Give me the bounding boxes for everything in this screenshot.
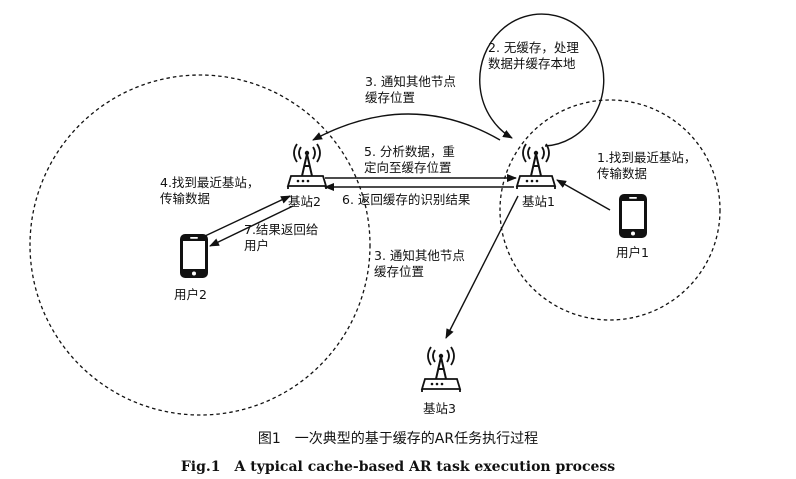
- step4-line1: 4.找到最近基站，: [160, 175, 260, 190]
- figure-caption-en: Fig.1 A typical cache-based AR task exec…: [180, 459, 616, 475]
- step2-label: 2. 无缓存，处理 数据并缓存本地: [488, 40, 579, 72]
- step4-line2: 传输数据: [160, 191, 211, 206]
- user1-label: 用户1: [616, 245, 649, 260]
- bs3-label: 基站3: [423, 401, 456, 416]
- step2-line2: 数据并缓存本地: [488, 56, 576, 71]
- base-station-icon-3: [421, 346, 461, 393]
- arrow-step3-to-bs2: [312, 113, 501, 141]
- arrow-step4: [204, 195, 291, 237]
- step1-line2: 传输数据: [597, 166, 648, 181]
- step4-label: 4.找到最近基站， 传输数据: [160, 175, 259, 207]
- arrow-step3-to-bs3: [445, 195, 519, 339]
- user2-label: 用户2: [174, 287, 207, 302]
- phone-icon-user1: [619, 194, 647, 238]
- step2-line1: 2. 无缓存，处理: [488, 40, 579, 55]
- step3-bottom-line2: 缓存位置: [374, 264, 425, 279]
- step7-line2: 用户: [244, 238, 270, 253]
- step6-label: 6. 返回缓存的识别结果: [342, 192, 471, 207]
- step1-line1: 1.找到最近基站，: [597, 150, 697, 165]
- phone-icon-user2: [180, 234, 208, 278]
- base-station-icon-2: [287, 143, 327, 190]
- arrow-step2-loop: [479, 13, 605, 147]
- base-station-icon-1: [516, 143, 556, 190]
- arrow-step7: [209, 205, 294, 247]
- step3-top-line2: 缓存位置: [365, 90, 416, 105]
- figure-caption-cn: 图1 一次典型的基于缓存的AR任务执行过程: [257, 431, 539, 447]
- step7-line1: 7.结果返回给: [244, 222, 319, 237]
- arrow-step1: [556, 179, 611, 211]
- bs1-label: 基站1: [522, 194, 555, 209]
- step5-label: 5. 分析数据，重 定向至缓存位置: [364, 144, 455, 176]
- step1-label: 1.找到最近基站， 传输数据: [597, 150, 696, 182]
- coverage-area-bs2: [29, 74, 371, 416]
- step7-label: 7.结果返回给 用户: [244, 222, 318, 254]
- step5-line2: 定向至缓存位置: [364, 160, 452, 175]
- step3-top-line1: 3. 通知其他节点: [365, 74, 456, 89]
- step3-top-label: 3. 通知其他节点 缓存位置: [365, 74, 456, 106]
- coverage-area-bs1: [499, 99, 721, 321]
- step3-bottom-line1: 3. 通知其他节点: [374, 248, 465, 263]
- bs2-label: 基站2: [288, 194, 321, 209]
- step3-bottom-label: 3. 通知其他节点 缓存位置: [374, 248, 465, 280]
- step5-line1: 5. 分析数据，重: [364, 144, 455, 159]
